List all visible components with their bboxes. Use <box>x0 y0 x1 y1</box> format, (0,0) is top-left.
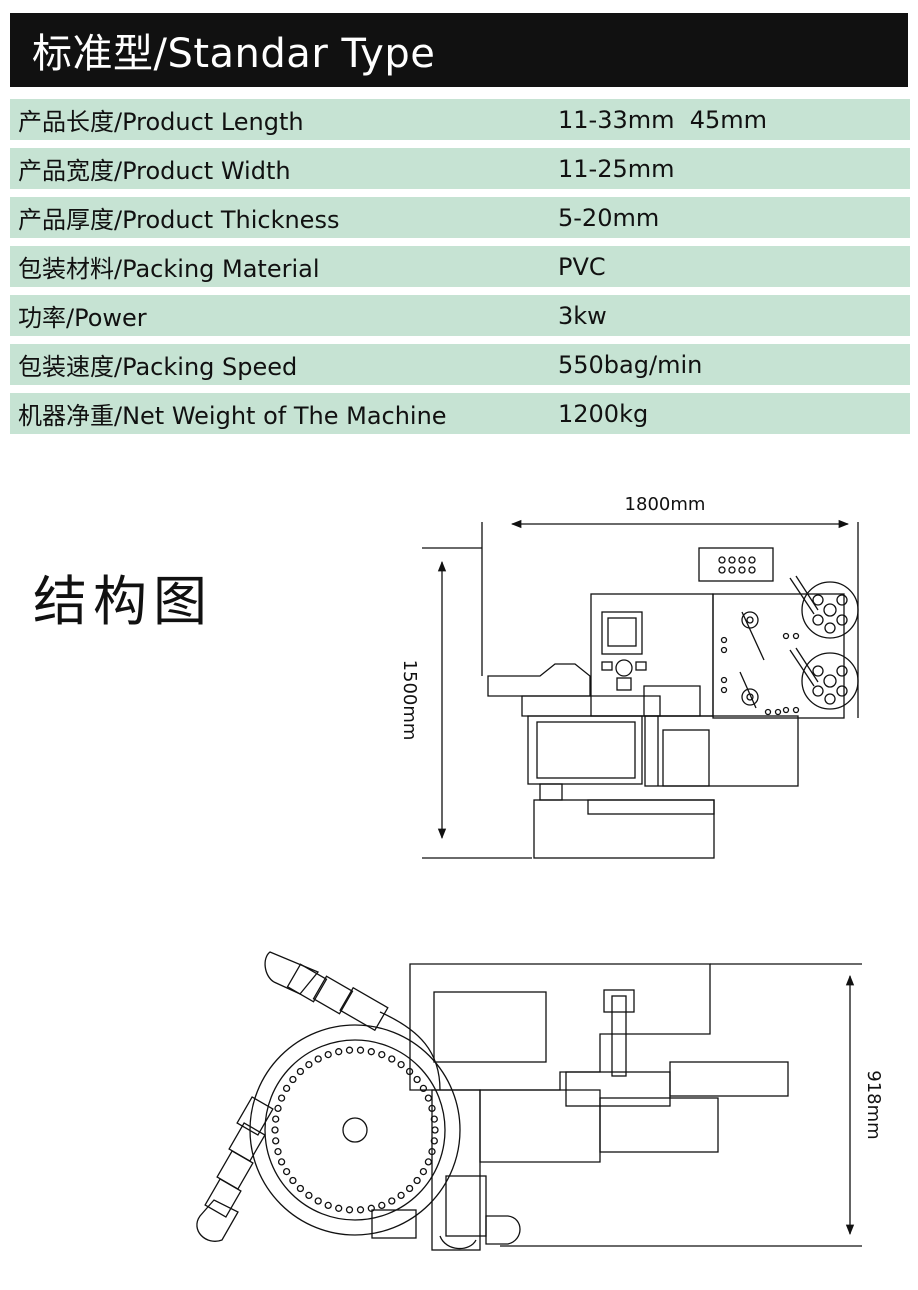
top-view-drawing: 918mm <box>196 951 884 1251</box>
spec-row-length: 产品长度/Product Length 11-33mm 45mm <box>10 99 910 140</box>
turntable-pocket <box>282 1084 291 1093</box>
depth-dimension-label: 918mm <box>863 1070 884 1139</box>
turntable-pocket <box>405 1067 414 1076</box>
turntable-pocket <box>277 1094 286 1102</box>
spec-row-material: 包装材料/Packing Material PVC <box>10 246 910 287</box>
spec-value: 11-33mm 45mm <box>558 105 768 134</box>
turntable-pocket <box>430 1137 438 1145</box>
turntable-pocket <box>272 1137 280 1145</box>
front-view-drawing: 1800mm 1500mm <box>399 494 859 859</box>
height-dimension-label: 1500mm <box>399 660 420 741</box>
spec-label: 产品长度/Product Length <box>18 108 304 136</box>
turntable-pocket <box>428 1147 436 1156</box>
turntable-pocket <box>272 1115 280 1123</box>
turntable-pocket <box>282 1167 291 1176</box>
turntable-pocket <box>424 1158 433 1166</box>
turntable-pocket <box>378 1050 386 1059</box>
turntable-pocket <box>378 1201 386 1210</box>
turntable-pocket <box>413 1075 421 1084</box>
turntable-pockets <box>271 1046 439 1214</box>
page-title: 标准型/Standar Type <box>10 13 908 87</box>
turntable-pocket <box>428 1104 436 1113</box>
spec-row-thickness: 产品厚度/Product Thickness 5-20mm <box>10 197 910 238</box>
spec-label: 功率/Power <box>18 304 147 332</box>
turntable-pocket <box>314 1055 322 1063</box>
turntable-pocket <box>274 1104 282 1113</box>
spec-row-speed: 包装速度/Packing Speed 550bag/min <box>10 344 910 385</box>
turntable-pocket <box>419 1084 428 1093</box>
turntable-pocket <box>289 1075 297 1084</box>
turntable-pocket <box>397 1191 405 1200</box>
turntable-pocket <box>413 1176 421 1185</box>
spec-table: 产品长度/Product Length 11-33mm 45mm 产品宽度/Pr… <box>10 99 910 442</box>
turntable-pocket <box>356 1206 365 1214</box>
turntable-pocket <box>274 1147 282 1156</box>
turntable-pocket <box>271 1126 279 1134</box>
spec-value: 3kw <box>558 301 607 330</box>
section-title: 结构图 <box>33 570 213 633</box>
turntable-pocket <box>424 1094 433 1102</box>
spec-row-width: 产品宽度/Product Width 11-25mm <box>10 148 910 189</box>
turntable-pocket <box>305 1191 313 1200</box>
turntable-pocket <box>305 1060 313 1069</box>
spec-row-weight: 机器净重/Net Weight of The Machine 1200kg <box>10 393 910 434</box>
turntable-pocket <box>356 1046 365 1054</box>
spec-label: 包装材料/Packing Material <box>18 255 320 283</box>
turntable-pocket <box>397 1060 405 1069</box>
turntable-pocket <box>388 1197 396 1205</box>
turntable-pocket <box>345 1046 354 1054</box>
spec-value: 5-20mm <box>558 203 660 232</box>
spec-value: 550bag/min <box>558 350 703 379</box>
width-dimension-label: 1800mm <box>625 494 706 515</box>
spec-label: 包装速度/Packing Speed <box>18 353 298 381</box>
turntable-pocket <box>419 1167 428 1176</box>
turntable-pocket <box>324 1050 332 1059</box>
turntable-pocket <box>431 1126 439 1134</box>
turntable-pocket <box>388 1055 396 1063</box>
turntable-pocket <box>367 1048 375 1056</box>
spec-value: PVC <box>558 252 606 281</box>
spec-value: 1200kg <box>558 399 649 428</box>
turntable-pocket <box>324 1201 332 1210</box>
turntable-pocket <box>296 1184 305 1193</box>
turntable-pocket <box>345 1206 354 1214</box>
turntable-pocket <box>430 1115 438 1123</box>
turntable-pocket <box>296 1067 305 1076</box>
turntable-pocket <box>314 1197 322 1205</box>
turntable-pocket <box>277 1158 286 1166</box>
turntable-pocket <box>289 1176 297 1185</box>
spec-label: 机器净重/Net Weight of The Machine <box>18 402 447 430</box>
spec-value: 11-25mm <box>558 154 675 183</box>
spec-label: 产品宽度/Product Width <box>18 157 291 185</box>
spec-label: 产品厚度/Product Thickness <box>18 206 340 234</box>
turntable-pocket <box>405 1184 414 1193</box>
spec-row-power: 功率/Power 3kw <box>10 295 910 336</box>
turntable-pocket <box>335 1048 343 1056</box>
turntable-pocket <box>367 1204 375 1212</box>
turntable-pocket <box>335 1204 343 1212</box>
